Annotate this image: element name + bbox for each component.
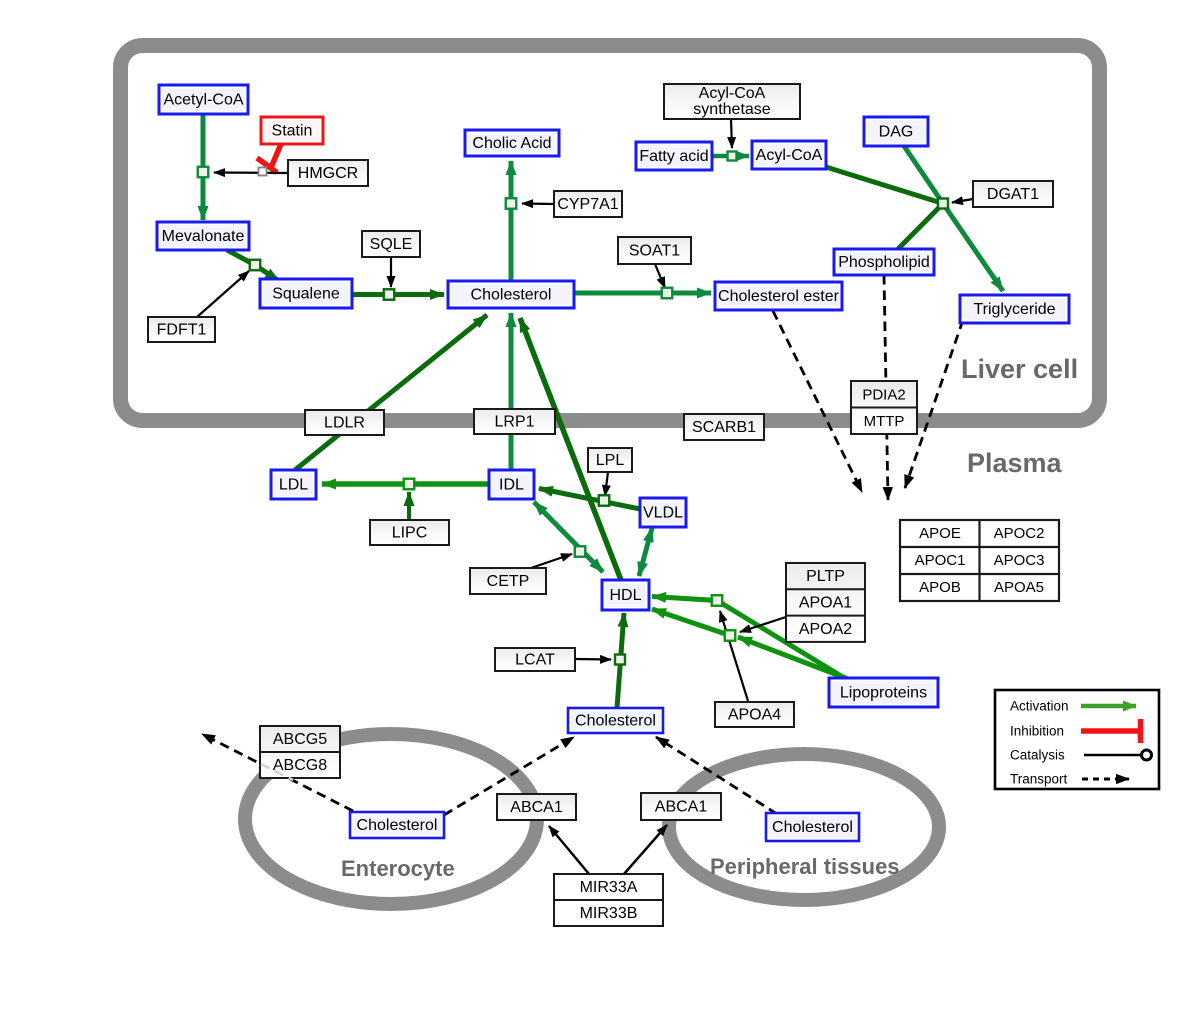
svg-text:PDIA2: PDIA2 [862, 386, 905, 403]
svg-text:Cholesterol: Cholesterol [772, 819, 853, 836]
svg-text:APOA4: APOA4 [728, 707, 781, 724]
svg-text:ABCG8: ABCG8 [273, 757, 327, 774]
svg-text:VLDL: VLDL [643, 505, 683, 522]
svg-text:Transport: Transport [1010, 772, 1068, 787]
svg-text:APOC3: APOC3 [994, 552, 1045, 569]
svg-text:MIR33B: MIR33B [580, 905, 638, 922]
svg-text:IDL: IDL [499, 477, 524, 494]
svg-text:ABCG5: ABCG5 [273, 731, 327, 748]
svg-text:LDL: LDL [279, 477, 308, 494]
svg-text:APOE: APOE [919, 525, 961, 542]
svg-text:Fatty acid: Fatty acid [639, 148, 708, 165]
svg-text:LCAT: LCAT [515, 652, 555, 669]
svg-text:Cholic Acid: Cholic Acid [472, 135, 551, 152]
svg-text:Cholesterol: Cholesterol [575, 713, 656, 730]
svg-text:Mevalonate: Mevalonate [162, 228, 245, 245]
svg-text:Enterocyte: Enterocyte [341, 856, 455, 881]
svg-text:Triglyceride: Triglyceride [973, 301, 1055, 318]
svg-text:Cholesterol: Cholesterol [471, 287, 552, 304]
svg-text:ABCA1: ABCA1 [655, 799, 708, 816]
svg-text:LPL: LPL [596, 452, 625, 469]
svg-text:ABCA1: ABCA1 [510, 799, 563, 816]
svg-text:SOAT1: SOAT1 [629, 243, 680, 260]
svg-text:synthetase: synthetase [693, 101, 770, 118]
svg-text:FDFT1: FDFT1 [157, 322, 207, 339]
svg-text:LRP1: LRP1 [494, 414, 534, 431]
svg-text:Activation: Activation [1010, 699, 1069, 714]
svg-text:Liver cell: Liver cell [961, 354, 1078, 384]
svg-text:APOA2: APOA2 [799, 621, 852, 638]
svg-text:Peripheral tissues: Peripheral tissues [710, 854, 900, 879]
svg-text:Statin: Statin [272, 123, 313, 140]
svg-text:Squalene: Squalene [272, 286, 340, 303]
svg-text:HDL: HDL [609, 587, 641, 604]
svg-text:APOA1: APOA1 [799, 594, 852, 611]
svg-text:SQLE: SQLE [370, 236, 413, 253]
svg-text:CETP: CETP [487, 573, 530, 590]
svg-text:DGAT1: DGAT1 [987, 186, 1039, 203]
svg-text:Acyl-CoA: Acyl-CoA [699, 85, 766, 102]
svg-text:MIR33A: MIR33A [580, 879, 638, 896]
svg-text:APOC2: APOC2 [994, 525, 1045, 542]
svg-text:PLTP: PLTP [806, 568, 845, 585]
svg-text:Cholesterol ester: Cholesterol ester [718, 288, 840, 305]
svg-text:MTTP: MTTP [864, 413, 905, 430]
svg-text:SCARB1: SCARB1 [692, 419, 756, 436]
svg-text:Catalysis: Catalysis [1010, 748, 1065, 763]
svg-text:LDLR: LDLR [324, 415, 365, 432]
svg-text:APOB: APOB [919, 579, 961, 596]
svg-text:APOC1: APOC1 [915, 552, 966, 569]
svg-text:Acetyl-CoA: Acetyl-CoA [163, 92, 243, 109]
svg-text:LIPC: LIPC [392, 525, 428, 542]
svg-text:Phospholipid: Phospholipid [838, 254, 930, 271]
svg-text:DAG: DAG [879, 124, 914, 141]
svg-text:Cholesterol: Cholesterol [357, 817, 438, 834]
svg-text:Lipoproteins: Lipoproteins [840, 685, 927, 702]
svg-text:HMGCR: HMGCR [298, 165, 358, 182]
svg-text:CYP7A1: CYP7A1 [557, 196, 618, 213]
svg-text:Inhibition: Inhibition [1010, 724, 1064, 739]
svg-text:APOA5: APOA5 [994, 579, 1044, 596]
svg-text:Plasma: Plasma [967, 448, 1063, 478]
svg-text:Acyl-CoA: Acyl-CoA [756, 147, 823, 164]
